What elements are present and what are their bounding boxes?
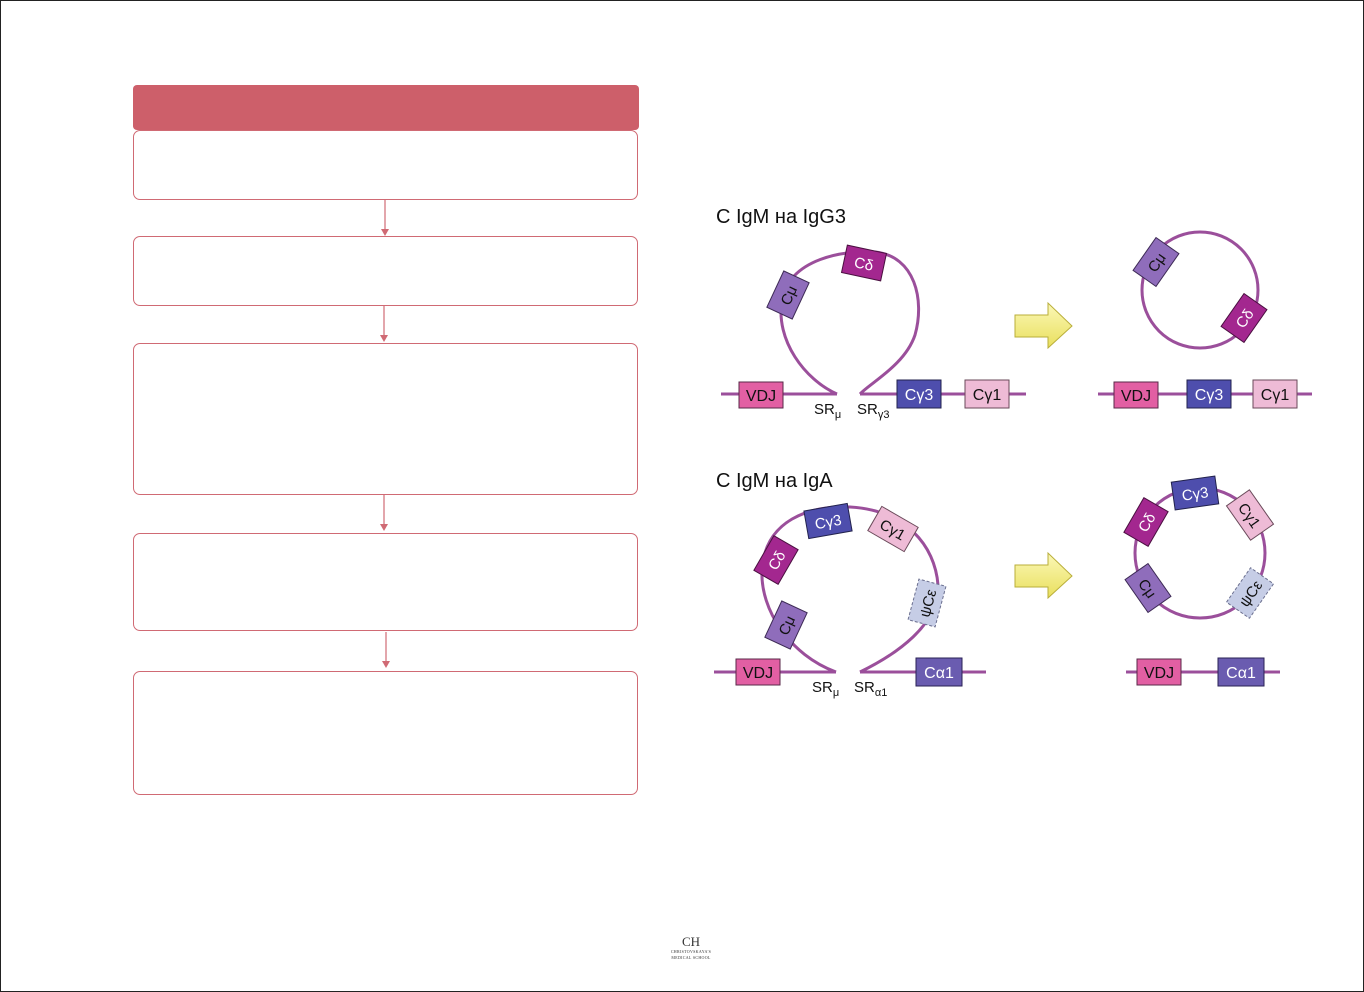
flowchart-header — [133, 85, 639, 130]
bottom-result-c-alpha1: Cα1 — [1217, 657, 1265, 687]
top-gene-vdj-label: VDJ — [746, 388, 776, 405]
bottom-gene-c-gamma3: Cγ3 — [803, 502, 853, 540]
bottom-result-vdj-label: VDJ — [1144, 665, 1174, 682]
bottom-gene-c-alpha1-label: Cα1 — [924, 665, 954, 682]
bottom-gene-psi-c-epsilon: ψCε — [907, 578, 947, 628]
bottom-section-title: С IgM на IgA — [716, 470, 833, 492]
top-gene-c-delta-label: Cδ — [853, 254, 875, 275]
top-gene-vdj: VDJ — [738, 381, 784, 409]
top-gene-c-mu: Cμ — [766, 270, 810, 320]
top-circle-c-mu: Cμ — [1132, 236, 1180, 288]
logo-line-2: MEDICAL SCHOOL — [671, 955, 711, 960]
bottom-sr-alpha1: SRα1 — [854, 679, 887, 699]
bottom-transition-arrow — [1014, 551, 1073, 600]
bottom-circle-c-gamma3-label: Cγ3 — [1181, 484, 1210, 505]
bottom-circle-c-delta: Cδ — [1123, 496, 1169, 548]
bottom-gene-psi-c-epsilon-label: ψCε — [917, 587, 941, 619]
top-result-c-gamma3: Cγ3 — [1186, 379, 1232, 409]
bottom-result-c-alpha1-label: Cα1 — [1226, 665, 1256, 682]
bottom-gene-c-mu-label: Cμ — [776, 613, 800, 638]
bottom-gene-c-alpha1: Cα1 — [915, 657, 963, 687]
top-gene-c-mu-label: Cμ — [778, 283, 802, 308]
top-sr-mu: SRμ — [814, 401, 841, 421]
bottom-gene-vdj-label: VDJ — [743, 665, 773, 682]
bottom-gene-c-gamma3-label: Cγ3 — [814, 512, 843, 533]
top-result-vdj-label: VDJ — [1121, 388, 1151, 405]
top-transition-arrow — [1014, 301, 1073, 350]
flow-arrow-1 — [381, 200, 389, 236]
top-result-c-gamma1: Cγ1 — [1252, 379, 1298, 409]
top-excised-circle — [1140, 230, 1260, 350]
top-section-title: С IgM на IgG3 — [716, 206, 846, 228]
flow-box-4 — [133, 533, 638, 631]
top-sr-gamma3: SRγ3 — [857, 401, 889, 421]
top-gene-c-gamma1-label: Cγ1 — [973, 387, 1002, 404]
top-gene-c-gamma3: Cγ3 — [896, 379, 942, 409]
top-result-c-gamma3-label: Cγ3 — [1195, 387, 1224, 404]
bottom-sr-mu: SRμ — [812, 679, 839, 699]
bottom-gene-vdj: VDJ — [735, 658, 781, 686]
logo-mark: CH — [681, 934, 701, 949]
school-logo: CH CHRISTOVSKAYA'S MEDICAL SCHOOL — [664, 935, 718, 961]
top-result-vdj: VDJ — [1113, 381, 1159, 409]
flow-box-5 — [133, 671, 638, 795]
flow-arrow-4 — [382, 632, 390, 668]
top-result-c-gamma1-label: Cγ1 — [1261, 387, 1290, 404]
bottom-gene-c-gamma1: Cγ1 — [867, 505, 919, 553]
top-gene-c-gamma3-label: Cγ3 — [905, 387, 934, 404]
bottom-circle-psi-c-epsilon: ψCε — [1225, 567, 1275, 619]
flow-box-3 — [133, 343, 638, 495]
flow-arrow-3 — [380, 495, 388, 531]
top-circle-c-delta: Cδ — [1220, 292, 1268, 344]
bottom-gene-c-mu: Cμ — [764, 600, 808, 650]
top-gene-c-gamma1: Cγ1 — [964, 379, 1010, 409]
bottom-gene-c-delta: Cδ — [753, 534, 799, 586]
top-gene-c-delta: Cδ — [840, 244, 888, 282]
logo-line-1: CHRISTOVSKAYA'S — [670, 949, 712, 954]
flow-arrow-2 — [380, 306, 388, 342]
bottom-circle-c-mu: Cμ — [1124, 562, 1172, 614]
flow-box-1 — [133, 130, 638, 200]
bottom-result-vdj: VDJ — [1136, 658, 1182, 686]
bottom-circle-c-gamma3: Cγ3 — [1170, 475, 1220, 511]
flow-box-2 — [133, 236, 638, 306]
